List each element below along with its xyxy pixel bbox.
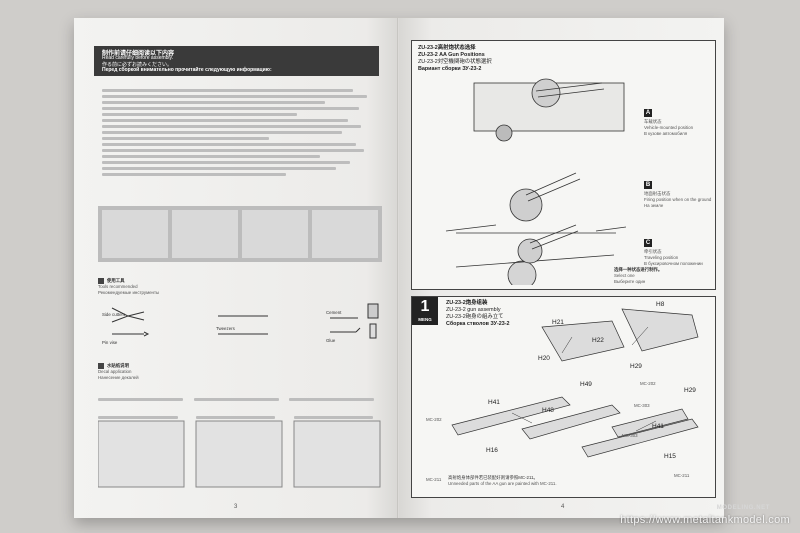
position-a: A 车载状态 Vehicle-mounted position В кузове…: [644, 101, 693, 137]
part-h20: H20: [538, 355, 550, 362]
step-title-cn: ZU-23-2炮身组装: [446, 300, 488, 306]
paint-code-1: MC-202: [640, 381, 656, 386]
paint-code-4: MC-211: [674, 473, 690, 478]
url-watermark: https://www.metaltankmodel.com: [620, 514, 790, 526]
tool-cement: Cement: [326, 310, 342, 315]
position-b-letter: B: [644, 181, 652, 189]
tools-heading-ru: Рекомендуемые инструменты: [98, 290, 160, 296]
banner-en: Read carefully before assembly.: [102, 55, 174, 61]
step-footnote: 高射炮身体部件若已装配好则请参照MC-211。 Unneeded parts o…: [448, 475, 557, 487]
paint-code-3: MC-202: [426, 417, 442, 422]
right-page-number: 4: [561, 504, 565, 510]
position-c-ru: В буксировочном положении: [644, 261, 703, 266]
part-h49: H49: [580, 381, 592, 388]
paint-code-2: MC-211: [426, 477, 442, 482]
position-c-en: Traveling position: [644, 255, 679, 260]
banner-cn: 制作前请仔细阅读以下内容: [102, 51, 175, 57]
part-h8: H8: [656, 301, 665, 308]
part-h15: H15: [664, 453, 676, 460]
step-title-ru: Сборка стволов ЗУ-23-2: [446, 321, 510, 327]
brand-logo: MENG: [418, 317, 432, 322]
instruction-text-block: [102, 86, 381, 179]
gun-positions-drawings: [445, 78, 627, 285]
position-c-cn: 牵引状态: [644, 249, 662, 254]
reading-banner: 制作前请仔细阅读以下内容 Read carefully before assem…: [94, 46, 379, 76]
position-a-cn: 车载状态: [644, 119, 662, 124]
select-one-note: 选择一种状态进行制作。 Select one Выберите один: [614, 267, 662, 285]
footnote-cn: 高射炮身体部件若已装配好则请参照MC-211。: [448, 475, 538, 480]
position-a-en: Vehicle-mounted position: [644, 125, 694, 130]
part-h22: H22: [592, 337, 604, 344]
part-h16: H16: [486, 447, 498, 454]
decal-heading-cn: 水贴纸说明: [107, 363, 129, 369]
note-ru: Выберите один: [614, 279, 646, 284]
paint-code-5: MC-303: [622, 433, 638, 438]
site-logo-watermark: MODELING.NET: [716, 505, 770, 511]
step-number-box: 1 MENG: [412, 297, 438, 325]
step-title-jp: ZU-23-2砲身の組み立て: [446, 314, 504, 320]
banner-ru: Перед сборкой внимательно прочитайте сле…: [102, 67, 272, 73]
tool-side-cutters: Side cutters: [102, 312, 126, 317]
positions-title-ru: Вариант сборки ЗУ-23-2: [418, 66, 482, 72]
part-h41-a: H41: [488, 399, 500, 406]
decal-heading-ru: Нанесение декалей: [98, 375, 139, 381]
tools-illustration: [111, 303, 379, 339]
positions-title-cn: ZU-23-2高射炮状态选择: [418, 45, 476, 51]
note-cn: 选择一种状态进行制作。: [614, 267, 663, 272]
tool-glue: Glue: [326, 338, 336, 343]
part-h21: H21: [552, 319, 564, 326]
step-1-panel: 1 MENG ZU-23-2炮身组装 ZU-23-2 gun assembly …: [411, 296, 716, 498]
tool-pin-vise: Pin vise: [102, 340, 118, 345]
position-b: B 地面射击状态 Firing position when on the gro…: [644, 173, 711, 209]
part-h48: H48: [542, 407, 554, 414]
right-page: ZU-23-2高射炮状态选择 ZU-23-2 AA Gun Positions …: [399, 18, 724, 518]
tools-heading-cn: 使用工具: [107, 278, 125, 284]
paint-code-6: MC-303: [634, 403, 650, 408]
position-c: C 牵引状态 Traveling position В буксировочно…: [644, 231, 703, 267]
position-a-letter: A: [644, 109, 652, 117]
position-b-cn: 地面射击状态: [644, 191, 671, 196]
part-h29-b: H29: [684, 387, 696, 394]
footnote-en: Unneeded parts of the AA gun are painted…: [448, 481, 557, 486]
position-b-en: Firing position when on the ground: [644, 197, 712, 202]
decal-heading-en: Decal application: [98, 369, 132, 375]
banner-jp: 作る前に必ずお読みください。: [102, 62, 173, 68]
decal-steps-diagram: [98, 420, 381, 488]
positions-title-jp: ZU-23-2対空機関砲の状態選択: [418, 59, 492, 65]
positions-title-en: ZU-23-2 AA Gun Positions: [418, 52, 485, 58]
position-b-ru: На земле: [644, 203, 664, 208]
symbols-legend: [98, 206, 382, 262]
tools-heading-en: Tools recommended: [98, 284, 138, 290]
gun-assembly-drawing: [451, 308, 699, 458]
note-en: Select one: [614, 273, 635, 278]
position-a-ru: В кузове автомобиля: [644, 131, 688, 136]
instruction-booklet: 制作前请仔细阅读以下内容 Read carefully before assem…: [74, 18, 724, 518]
position-c-letter: C: [644, 239, 652, 247]
left-page-number: 3: [234, 504, 238, 510]
tool-tweezers: Tweezers: [216, 326, 235, 331]
part-h29-a: H29: [630, 363, 642, 370]
gun-positions-panel: ZU-23-2高射炮状态选择 ZU-23-2 AA Gun Positions …: [411, 40, 716, 290]
step-title-en: ZU-23-2 gun assembly: [446, 307, 501, 313]
part-h41-b: H41: [652, 423, 664, 430]
left-page: 制作前请仔细阅读以下内容 Read carefully before assem…: [74, 18, 399, 518]
decal-section: 水贴纸说明 Decal application Нанесение декале…: [98, 363, 382, 503]
tools-section: 使用工具 Tools recommended Рекомендуемые инс…: [98, 278, 382, 348]
step-number: 1: [420, 298, 430, 315]
